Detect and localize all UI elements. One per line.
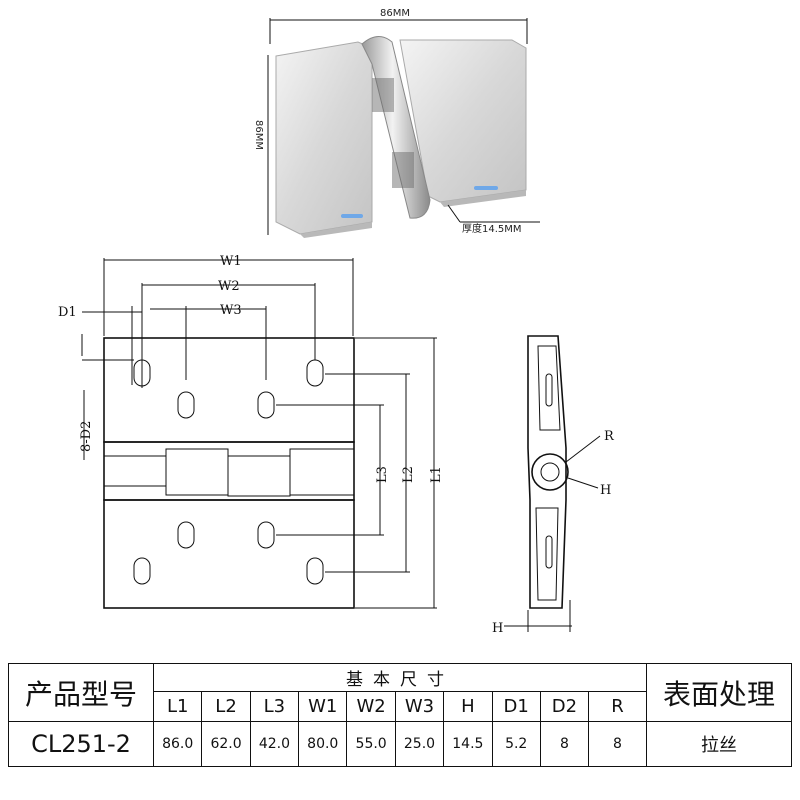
slot	[257, 391, 275, 419]
d1-label: D1	[58, 305, 77, 320]
side-pin-circle	[540, 462, 560, 482]
l2-label: L2	[401, 466, 416, 483]
slot	[257, 521, 275, 549]
slot	[306, 557, 324, 585]
photo-thickness-leader	[447, 204, 461, 223]
d2-label: 8-D2	[79, 421, 94, 452]
r-label: R	[604, 429, 615, 444]
model-header: 产品型号	[8, 663, 154, 722]
h-side-leader	[567, 477, 599, 489]
bottom-leaf-slots	[133, 521, 324, 585]
photo-highlight-left	[341, 214, 363, 218]
dims-header: 基本尺寸	[153, 663, 647, 692]
value-d1: 5.2	[491, 721, 541, 767]
side-slot-top	[545, 373, 553, 407]
value-h: 14.5	[443, 721, 493, 767]
photo-thickness-label: 厚度14.5MM	[462, 222, 522, 235]
drawing-knuckle-outline	[103, 441, 355, 501]
photo-left-leaf	[275, 41, 373, 235]
h-bottom-label: H	[492, 621, 503, 636]
col-w1: W1	[298, 691, 348, 722]
w1-label: W1	[220, 254, 242, 269]
value-d2: 8	[539, 721, 589, 767]
column-header-row: L1 L2 L3 W1 W2 W3 H D1 D2 R	[9, 691, 792, 722]
value-w3: 25.0	[394, 721, 445, 767]
col-l3: L3	[249, 691, 300, 722]
col-d1: D1	[491, 691, 541, 722]
r-leader	[565, 435, 601, 463]
front-view-drawing: W1 W2 W3 D1 8-D2	[58, 254, 444, 609]
slot	[133, 557, 151, 585]
l3-label: L3	[375, 466, 390, 483]
value-w2: 55.0	[346, 721, 396, 767]
value-l1: 86.0	[152, 721, 203, 767]
product-illustration: 86MM 86MM 厚度14.5MM W1 W2 W3	[58, 8, 615, 636]
side-knuckle-circle	[531, 453, 569, 491]
value-l2: 62.0	[201, 721, 251, 767]
photo-knuckle-gap-1	[372, 78, 394, 112]
col-r: R	[587, 691, 648, 722]
top-leaf-slots	[133, 359, 324, 419]
knuckle-segment-1	[165, 448, 229, 496]
slot	[133, 359, 151, 387]
photo-left-leaf-edge	[300, 222, 372, 238]
col-d2: D2	[539, 691, 589, 722]
col-l1: L1	[152, 691, 203, 722]
slot	[177, 521, 195, 549]
spec-table: 产品型号 基本尺寸 表面处理 L1 L2 L3 W1 W2 W3 H D1 D2…	[8, 663, 792, 767]
h-side-label: H	[600, 483, 611, 498]
side-bottom-leaf-inner	[535, 507, 559, 601]
slot	[306, 359, 324, 387]
col-l2: L2	[201, 691, 251, 722]
l1-label: L1	[429, 466, 444, 483]
side-view-outline	[527, 335, 567, 609]
table-row: CL251-2 86.0 62.0 42.0 80.0 55.0 25.0 14…	[8, 721, 792, 767]
side-slot-bottom	[545, 535, 553, 569]
col-h: H	[443, 691, 493, 722]
photo-width-label: 86MM	[380, 8, 410, 19]
knuckle-segment-3	[289, 448, 355, 496]
value-r: 8	[587, 721, 648, 767]
w3-label: W3	[220, 303, 242, 318]
side-view-drawing: R H H	[492, 335, 615, 636]
col-w3: W3	[394, 691, 445, 722]
photo-height-label: 86MM	[253, 120, 264, 150]
hinge-photo: 86MM 86MM 厚度14.5MM	[253, 8, 540, 238]
photo-highlight-right	[474, 186, 498, 190]
finish-value: 拉丝	[646, 721, 792, 767]
w2-label: W2	[218, 279, 240, 294]
value-w1: 80.0	[298, 721, 348, 767]
drawing-bottom-leaf	[103, 499, 355, 609]
finish-header: 表面处理	[646, 663, 792, 722]
photo-right-leaf-edge	[440, 190, 526, 207]
slot	[177, 391, 195, 419]
knuckle-segment-2	[227, 455, 291, 497]
value-l3: 42.0	[249, 721, 300, 767]
col-w2: W2	[346, 691, 396, 722]
photo-knuckle-gap-2	[392, 152, 414, 188]
model-value: CL251-2	[8, 721, 154, 767]
side-top-leaf-inner	[537, 345, 561, 431]
